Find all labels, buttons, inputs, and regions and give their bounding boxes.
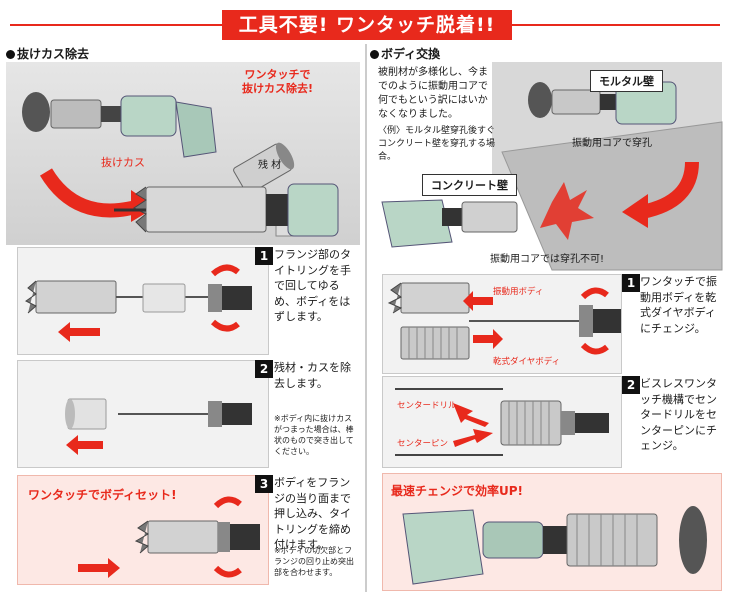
- banner-rule-left: [10, 24, 222, 26]
- material-label: 残 材: [258, 160, 282, 171]
- right-section-title: ボディ交換: [370, 45, 440, 62]
- concrete-wall-label: コンクリート壁: [422, 174, 517, 196]
- right-bottom-panel: 最速チェンジで効率UP!: [382, 473, 722, 591]
- mortar-wall-label: モルタル壁: [590, 70, 663, 92]
- step-number: 1: [255, 247, 273, 265]
- banner-rule-right: [512, 24, 720, 26]
- step-text: フランジ部のタイトリングを手で回してゆるめ、ボディをはずします。: [274, 248, 351, 323]
- waste-label: 抜けカス: [101, 156, 145, 169]
- step-text: 残材・カスを除去します。: [274, 361, 351, 390]
- left-hero-illustration: ワンタッチで 抜けカス除去! 抜けカス 残 材: [6, 62, 360, 245]
- step-callout: ワンタッチでボディセット!: [28, 488, 177, 502]
- step-number: 3: [255, 475, 273, 493]
- step-text: ビスレスワンタッチ機構でセンタードリルをセンターピンにチェンジ。: [640, 377, 717, 452]
- left-step-1: [17, 247, 269, 355]
- attach-body-illustration: [78, 496, 260, 578]
- bullet-icon: [6, 50, 15, 59]
- step-text: ワンタッチで振動用ボディを乾式ダイヤボディにチェンジ。: [640, 275, 717, 335]
- center-drill-label: センタードリル: [397, 401, 457, 411]
- step-note: ※ボディ内に抜けカスがつまった場合は、棒状のもので突き出してください。: [274, 414, 354, 456]
- efficiency-callout: 最速チェンジで効率UP!: [391, 484, 524, 498]
- core-drill-illustration: [22, 92, 339, 237]
- right-step-1: 振動用ボディ 乾式ダイヤボディ: [382, 274, 622, 374]
- right-hero-illustration: 被削材が多様化し、今までのように振動用コアで何でもという訳にはいかなくなりました…: [372, 62, 723, 271]
- remove-debris-illustration: [65, 398, 252, 455]
- page-title: 工具不要! ワンタッチ脱着!!: [222, 10, 512, 40]
- vibration-ok-label: 振動用コアで穿孔: [572, 138, 652, 149]
- right-step-2: センタードリル センターピン: [382, 376, 622, 468]
- step-number: 2: [255, 360, 273, 378]
- hero-callout: ワンタッチで 抜けカス除去!: [242, 68, 314, 95]
- diamond-body-label: 乾式ダイヤボディ: [493, 357, 561, 367]
- step-number: 2: [622, 376, 640, 394]
- center-pin-label: センターピン: [397, 439, 449, 449]
- intro-text: 被削材が多様化し、今までのように振動用コアで何でもという訳にはいかなくなりました…: [378, 67, 488, 120]
- left-section-title: 抜けカス除去: [6, 45, 89, 62]
- left-step-2: [17, 360, 269, 468]
- body-swap-illustration: [387, 282, 621, 360]
- center-drill-swap-illustration: [395, 388, 609, 456]
- vibration-body-label: 振動用ボディ: [493, 287, 544, 297]
- step-note: ※ボディの切欠部とフランジの回り止め突出部を合わせます。: [274, 546, 354, 577]
- vibration-ng-label: 振動用コアでは穿孔不可!: [490, 254, 605, 265]
- bullet-icon: [370, 50, 379, 59]
- step-number: 1: [622, 274, 640, 292]
- efficiency-illustration: [402, 506, 707, 585]
- column-divider: [365, 44, 367, 592]
- step-text: ボディをフランジの当り面まで押し込み、タイトリングを締め付けます。: [274, 476, 351, 551]
- remove-body-illustration: [25, 264, 252, 342]
- left-step-3: ワンタッチでボディセット!: [17, 475, 269, 585]
- wall-drilling-illustration: [381, 62, 723, 271]
- example-text: 〈例〉モルタル壁穿孔後すぐコンクリート壁を穿孔する場合。: [378, 126, 496, 162]
